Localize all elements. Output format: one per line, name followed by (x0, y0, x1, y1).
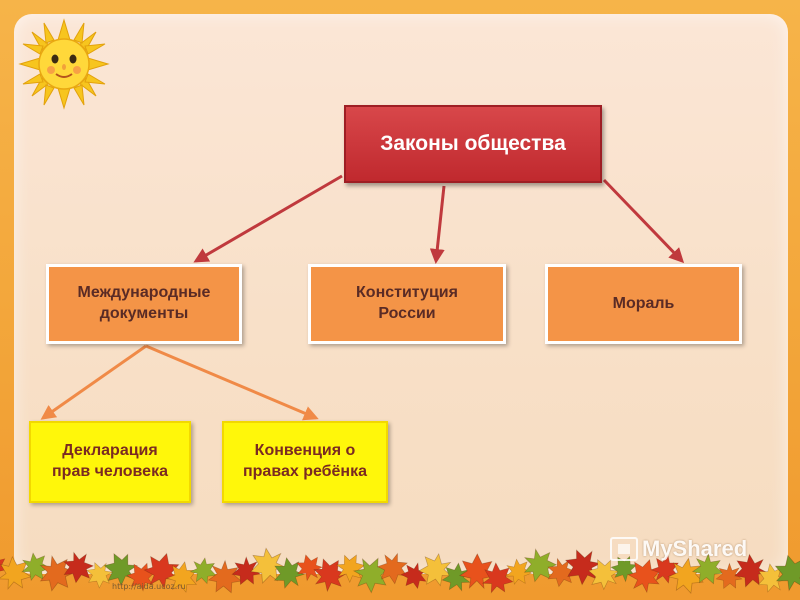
maple-leaf-icon (734, 553, 769, 588)
node-label-line: России (378, 305, 436, 322)
arrow-intl-to-conv (145, 344, 319, 421)
arrow-root-to-const (429, 185, 446, 264)
node-label-line: документы (99, 305, 189, 322)
maple-leaf-icon (627, 559, 662, 594)
maple-leaf-icon (691, 552, 724, 585)
maple-leaf-icon (667, 557, 704, 594)
arrow-intl-to-decl (40, 344, 147, 420)
maple-leaf-icon (715, 562, 743, 589)
maple-leaf-icon (143, 552, 180, 590)
node-label-line: Декларация (62, 442, 158, 460)
maple-leaf-icon (103, 552, 139, 587)
node-society-laws: Законы общества (344, 105, 602, 183)
autumn-leaves-border (0, 547, 800, 594)
arrow-root-to-intl (193, 174, 343, 263)
node-label-line: Мораль (612, 294, 675, 312)
watermark: MyShared (610, 536, 747, 562)
maple-leaf-icon (63, 551, 95, 584)
maple-leaf-icon (189, 557, 217, 585)
node-international-documents: Международные документы (46, 264, 242, 344)
maple-leaf-icon (0, 558, 8, 572)
maple-leaf-icon (335, 554, 366, 583)
watermark-text: MyShared (642, 536, 748, 561)
node-label-line: Конституция (356, 284, 458, 302)
maple-leaf-icon (547, 557, 576, 588)
maple-leaf-icon (231, 556, 261, 586)
maple-leaf-icon (86, 561, 114, 589)
arrow-root-to-moral (602, 178, 685, 264)
maple-leaf-icon (400, 562, 427, 590)
maple-leaf-icon (313, 558, 348, 593)
maple-leaf-icon (458, 553, 495, 590)
maple-leaf-icon (0, 555, 32, 590)
node-label-line: прав человека (52, 463, 168, 480)
node-morality: Мораль (545, 264, 742, 344)
maple-leaf-icon (774, 554, 800, 592)
maple-leaf-icon (296, 554, 323, 582)
maple-leaf-icon (418, 552, 453, 587)
maple-leaf-icon (126, 562, 156, 592)
maple-leaf-icon (481, 562, 514, 594)
maple-leaf-icon (441, 562, 471, 592)
node-human-rights-declaration: Декларация прав человека (29, 421, 191, 503)
sun-icon (18, 18, 110, 110)
maple-leaf-icon (505, 558, 533, 585)
node-label-line: Конвенция о (254, 442, 356, 460)
footer-url: http://aida.ucoz.ru (112, 582, 186, 591)
node-child-rights-convention: Конвенция о правах ребёнка (222, 421, 388, 503)
maple-leaf-icon (587, 559, 620, 591)
presentation-icon (610, 537, 638, 561)
maple-leaf-icon (165, 561, 198, 593)
maple-leaf-icon (564, 549, 602, 586)
maple-leaf-icon (21, 552, 51, 582)
maple-leaf-icon (207, 559, 242, 594)
node-society-laws-label: Законы общества (380, 132, 566, 156)
node-label-line: правах ребёнка (242, 463, 367, 480)
node-label-line: Международные (77, 284, 211, 302)
maple-leaf-icon (757, 563, 787, 593)
node-constitution: Конституция России (308, 264, 506, 344)
maple-leaf-icon (523, 548, 558, 583)
maple-leaf-icon (250, 547, 287, 584)
maple-leaf-icon (273, 557, 306, 589)
